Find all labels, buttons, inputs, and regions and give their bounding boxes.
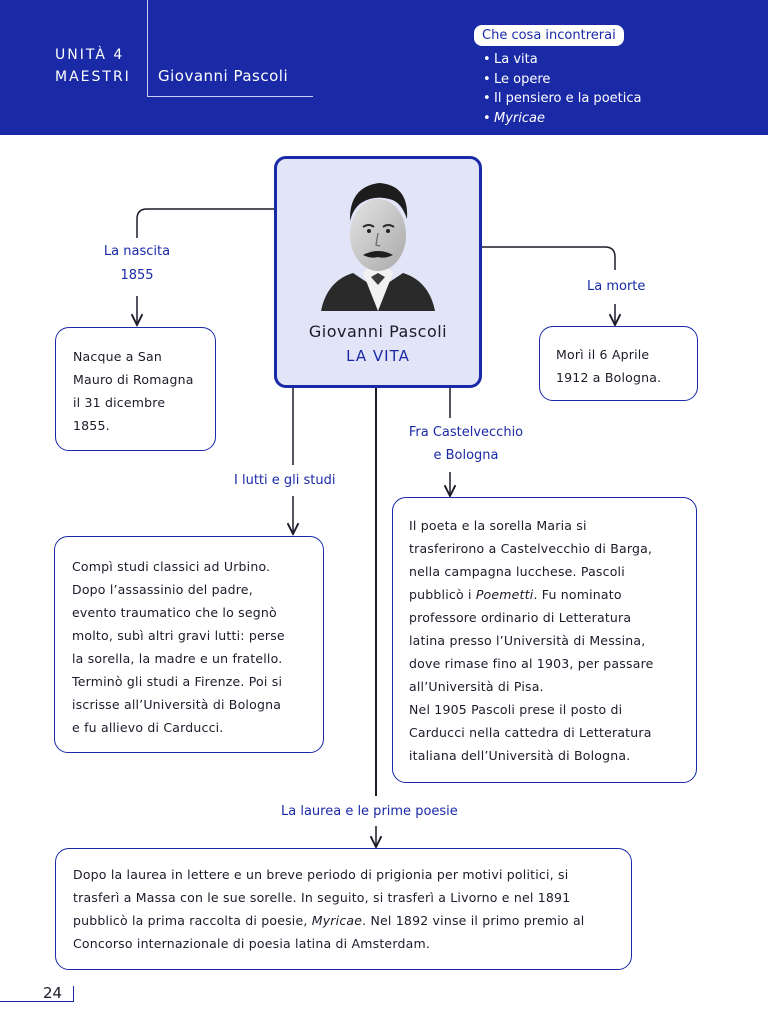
box-text-line: Compì studi classici ad Urbino. [72, 555, 323, 578]
morte-box: Morì il 6 Aprile 1912 a Bologna. [539, 326, 698, 401]
box-text-line: nella campagna lucchese. Pascoli [409, 560, 696, 583]
connector-morte-top [476, 247, 615, 270]
box-text-line: iscrisse all’Università di Bologna [72, 693, 323, 716]
box-text-line: 1855. [73, 414, 215, 437]
label-morte: La morte [587, 279, 645, 294]
connector-nascita-top [137, 209, 274, 238]
page-tick [73, 986, 74, 1002]
label-laurea: La laurea e le prime poesie [281, 804, 458, 819]
box-text-line: 1912 a Bologna. [556, 366, 697, 389]
box-text-segment: . Fu nominato [533, 587, 621, 602]
center-subtitle: LA VITA [277, 347, 479, 365]
portrait-image [319, 173, 437, 311]
page-rule [0, 1001, 73, 1002]
box-text-line: Nel 1905 Pascoli prese il posto di [409, 698, 696, 721]
book-title-poemetti: Poemetti [476, 587, 534, 602]
box-text-segment: pubblicò la prima raccolta di poesie, [73, 913, 312, 928]
box-text-line: Dopo la laurea in lettere e un breve per… [73, 863, 631, 886]
label-nascita-year: 1855 [88, 268, 186, 283]
label-lutti: I lutti e gli studi [234, 473, 335, 488]
lutti-box: Compì studi classici ad Urbino. Dopo l’a… [54, 536, 324, 753]
box-text-line: e fu allievo di Carducci. [72, 716, 323, 739]
box-text-line: Mauro di Romagna [73, 368, 215, 391]
label-castelvecchio: Fra Castelvecchio e Bologna [398, 425, 534, 463]
box-text-line: dove rimase fino al 1903, per passare [409, 652, 696, 675]
page-number: 24 [43, 984, 62, 1002]
laurea-box: Dopo la laurea in lettere e un breve per… [55, 848, 632, 970]
label-nascita-title: La nascita [88, 244, 186, 259]
box-text-line: Morì il 6 Aprile [556, 343, 697, 366]
book-title-myricae: Myricae [312, 913, 362, 928]
box-text-segment: . Nel 1892 vinse il primo premio al [362, 913, 584, 928]
box-text-line: Nacque a San [73, 345, 215, 368]
box-text-line: la sorella, la madre e un fratello. [72, 647, 323, 670]
box-text-line: professore ordinario di Letteratura [409, 606, 696, 629]
box-text-line: Carducci nella cattedra di Letteratura [409, 721, 696, 744]
box-text-line: il 31 dicembre [73, 391, 215, 414]
label-castelvecchio-line2: e Bologna [398, 448, 534, 463]
label-nascita: La nascita 1855 [88, 244, 186, 283]
box-text-line: pubblicò la prima raccolta di poesie, My… [73, 909, 631, 932]
nascita-box: Nacque a San Mauro di Romagna il 31 dice… [55, 327, 216, 451]
box-text-line: trasferì a Massa con le sue sorelle. In … [73, 886, 631, 909]
box-text-line: Dopo l’assassinio del padre, [72, 578, 323, 601]
box-text-line: pubblicò i Poemetti. Fu nominato [409, 583, 696, 606]
box-text-line: Terminò gli studi a Firenze. Poi si [72, 670, 323, 693]
box-text-line: latina presso l’Università di Messina, [409, 629, 696, 652]
box-text-line: evento traumatico che lo segnò [72, 601, 323, 624]
box-text-line: trasferirono a Castelvecchio di Barga, [409, 537, 696, 560]
label-castelvecchio-line1: Fra Castelvecchio [398, 425, 534, 440]
castelvecchio-box: Il poeta e la sorella Maria si trasferir… [392, 497, 697, 783]
center-name: Giovanni Pascoli [277, 322, 479, 341]
box-text-segment: pubblicò i [409, 587, 476, 602]
box-text-line: molto, subì altri gravi lutti: perse [72, 624, 323, 647]
box-text-line: Il poeta e la sorella Maria si [409, 514, 696, 537]
box-text-line: Concorso internazionale di poesia latina… [73, 932, 631, 955]
box-text-line: italiana dell’Università di Bologna. [409, 744, 696, 767]
center-node: Giovanni Pascoli LA VITA [274, 156, 482, 388]
box-text-line: all’Università di Pisa. [409, 675, 696, 698]
